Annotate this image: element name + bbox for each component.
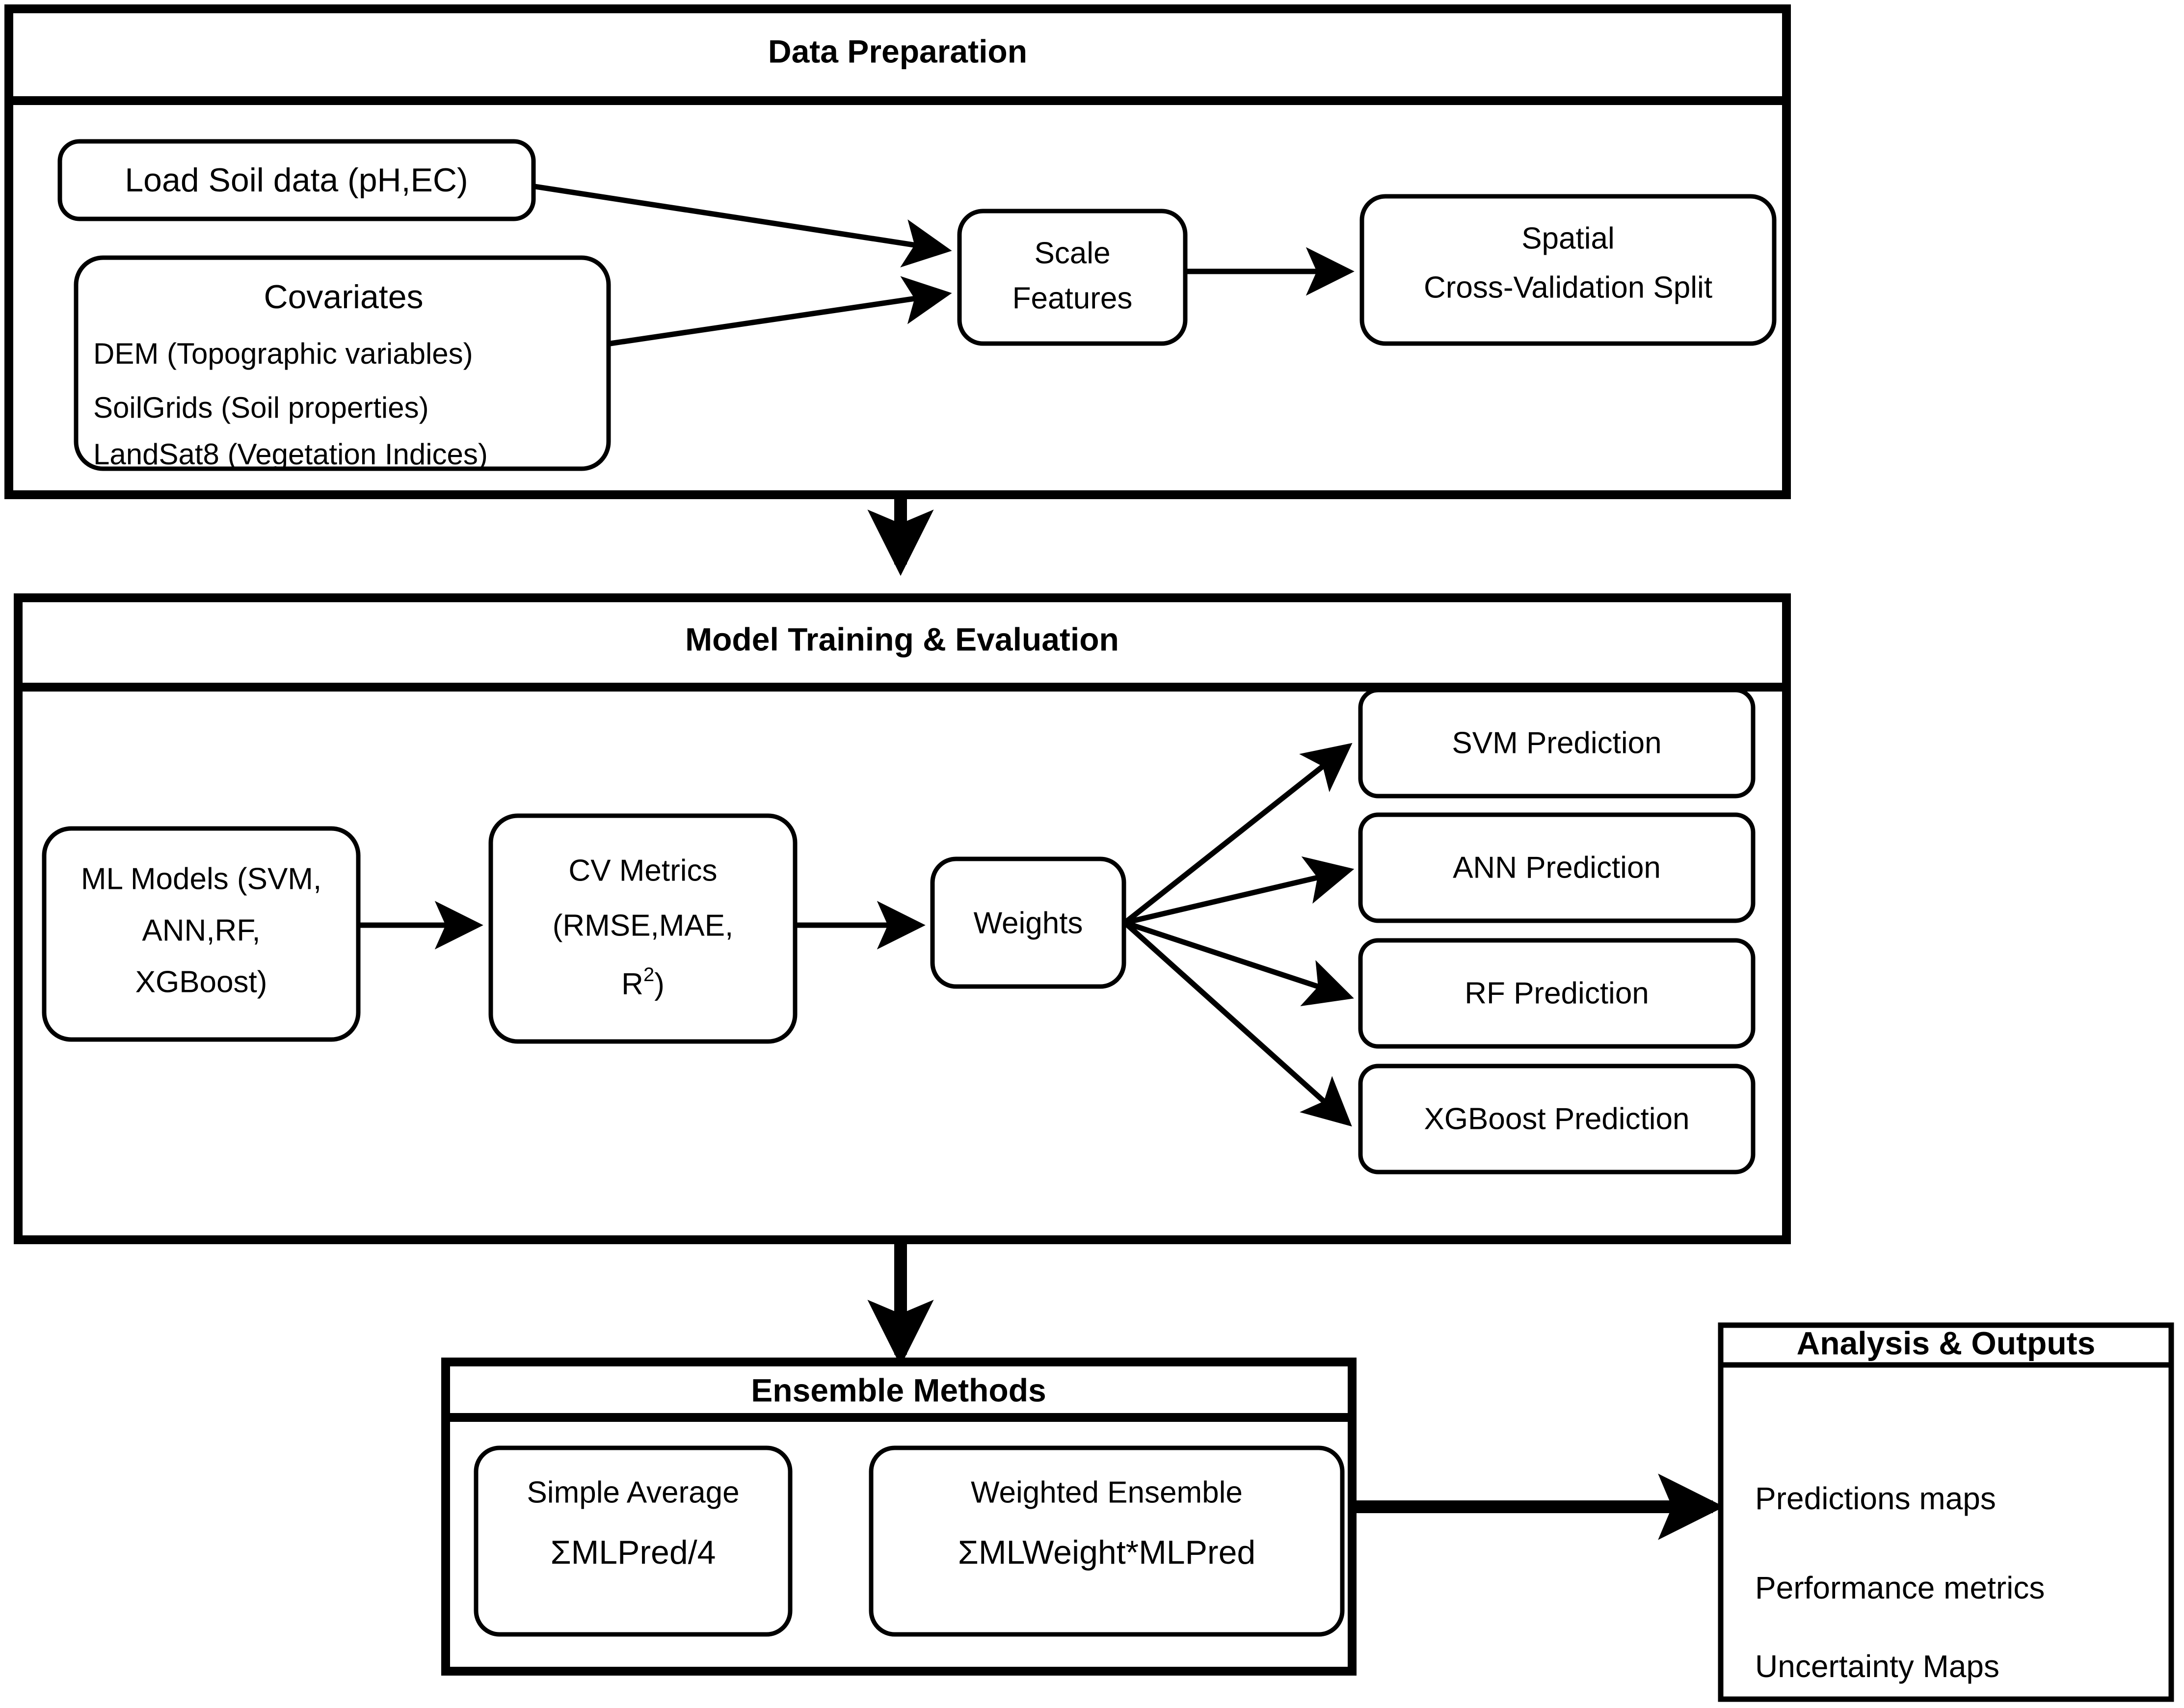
node-ann-prediction[interactable] [1358,812,1756,923]
node-label-ml-models-line3: XGBoost) [135,965,267,999]
covariate-item-soilgrids: SoilGrids (Soil properties) [93,391,429,424]
node-label-cv-metrics-line1: CV Metrics [568,854,717,887]
cv-metrics-r-base: R [621,967,643,1001]
section-title-data-preparation: Data Preparation [768,33,1027,69]
node-label-scale-features-line2: Features [1012,281,1133,315]
node-label-ml-models-line2: ANN,RF, [142,913,260,947]
link-weights-to-xgboost [1123,920,1352,1127]
node-label-weighted-ensemble-formula: ΣMLWeight*MLPred [958,1534,1255,1571]
node-label-simple-average-title: Simple Average [527,1475,739,1509]
node-label-cv-metrics-line3: R2) [621,964,665,1002]
output-item-performance-metrics: Performance metrics [1755,1570,2045,1605]
covariate-item-dem: DEM (Topographic variables) [93,337,473,370]
cv-metrics-r-superscript: 2 [643,964,654,986]
node-label-covariates-title: Covariates [264,278,423,316]
node-rf-prediction[interactable] [1358,938,1756,1049]
node-spatial-cv-split[interactable] [1359,194,1777,346]
node-label-weighted-ensemble-title: Weighted Ensemble [971,1475,1243,1509]
node-label-xgboost-prediction: XGBoost Prediction [1424,1102,1689,1136]
section-title-model-training: Model Training & Evaluation [685,621,1119,657]
section-title-analysis-outputs: Analysis & Outputs [1797,1325,2096,1361]
link-weights-to-rf [1124,920,1354,1007]
section-ensemble-methods: Ensemble Methods Simple Average ΣMLPred/… [441,1358,1357,1676]
analysis-outputs-frame [1718,1322,2174,1702]
link-weights-to-svm [1123,743,1353,925]
node-label-cv-metrics-line2: (RMSE,MAE, [553,908,734,942]
section-data-preparation: Data Preparation Load Soil data (pH,EC) … [4,4,1791,499]
link-soil-to-scale [534,184,952,267]
node-weights[interactable] [930,856,1126,989]
node-cv-metrics[interactable] [488,813,798,1044]
link-covariates-to-scale [610,276,952,347]
output-item-predictions-maps: Predictions maps [1755,1481,1996,1516]
node-label-simple-average-formula: ΣMLPred/4 [551,1534,716,1571]
node-label-svm-prediction: SVM Prediction [1452,726,1661,760]
output-item-uncertainty-maps: Uncertainty Maps [1755,1649,1999,1684]
section-model-training: Model Training & Evaluation ML Models (S… [14,593,1791,1244]
node-label-weights: Weights [974,906,1083,940]
cv-metrics-close-paren: ) [654,967,665,1001]
node-label-rf-prediction: RF Prediction [1465,976,1649,1010]
node-ml-models[interactable] [42,826,361,1042]
node-label-load-soil-data: Load Soil data (pH,EC) [125,161,468,199]
node-load-soil-data[interactable] [57,139,536,221]
section-title-ensemble-methods: Ensemble Methods [751,1372,1046,1408]
section-analysis-outputs: Analysis & Outputs Predictions maps Perf… [1718,1322,2174,1702]
node-label-scale-features-line1: Scale [1034,236,1110,270]
covariate-item-landsat8: LandSat8 (Vegetation Indices) [93,438,488,471]
node-label-ann-prediction: ANN Prediction [1453,851,1661,884]
node-xgboost-prediction[interactable] [1358,1064,1756,1174]
node-weighted-ensemble[interactable] [869,1445,1345,1637]
node-covariates[interactable] [74,255,611,471]
node-scale-features[interactable] [957,209,1188,346]
node-label-ml-models-line1: ML Models (SVM, [81,862,321,896]
node-svm-prediction[interactable] [1358,688,1756,799]
node-label-cv-split-line1: Spatial [1521,221,1615,255]
node-simple-average[interactable] [474,1445,793,1637]
node-label-cv-split-line2: Cross-Validation Split [1424,270,1712,304]
link-weights-to-ann [1124,856,1355,926]
